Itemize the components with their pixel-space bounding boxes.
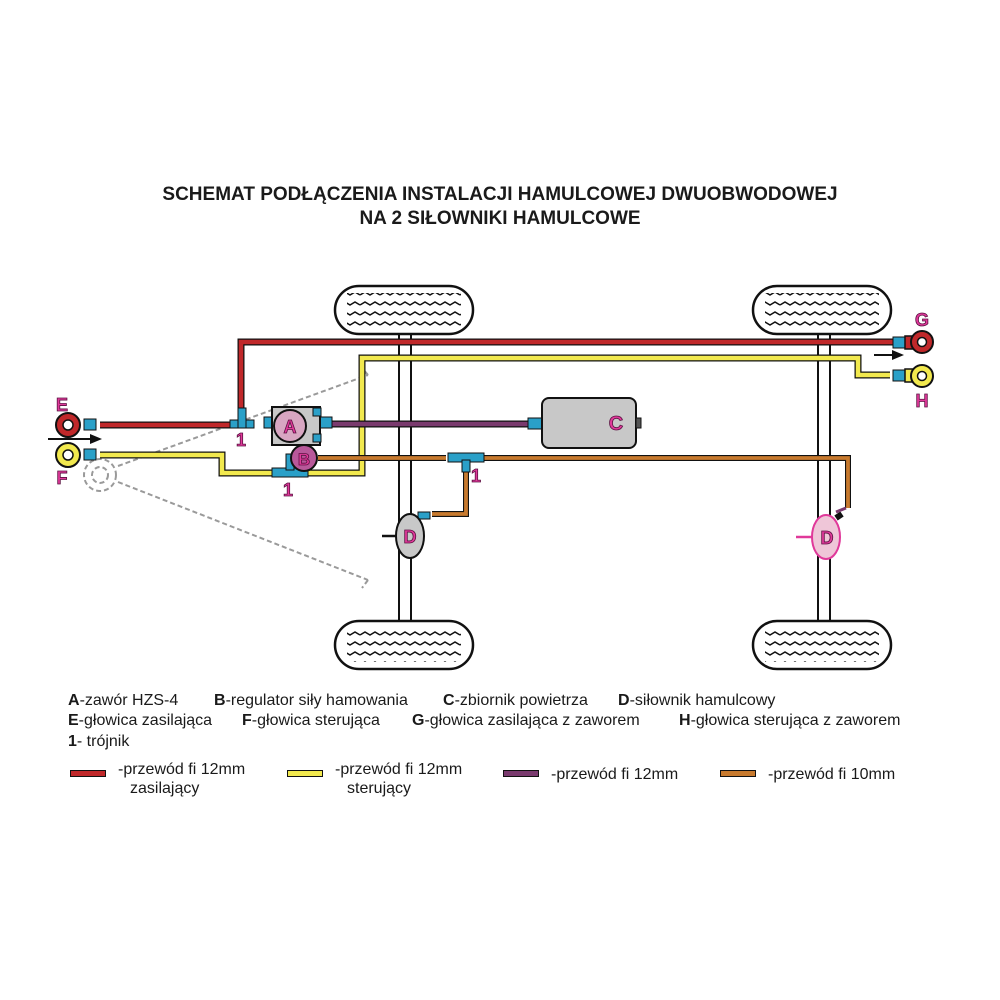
tee-connector-3 [447, 452, 485, 473]
legend-key-e: E [68, 712, 79, 729]
legend-key-g: G [412, 712, 425, 729]
brake-actuator-rear [796, 514, 841, 560]
diagram-title-line1: SCHEMAT PODŁĄCZENIA INSTALACJI HAMULCOWE… [162, 184, 838, 205]
legend-key-h: H [679, 712, 691, 729]
brake-actuator-front [382, 513, 425, 559]
pipe-label-supply: -przewód fi 12mm zasilający [118, 760, 245, 798]
label-g: G [915, 310, 929, 330]
legend-item-e: E-głowica zasilająca [68, 712, 212, 730]
wheel-front-bottom [333, 619, 475, 671]
legend-item-d: D-siłownik hamulcowy [618, 692, 775, 710]
tee-connector-1 [229, 407, 255, 429]
drawbar [83, 367, 369, 589]
label-h: H [916, 391, 929, 411]
legend-text-f: -głowica sterująca [251, 712, 380, 729]
legend-text-b: -regulator siły hamowania [225, 692, 408, 709]
label-c: C [609, 413, 623, 435]
pipe-label-supply-line1: -przewód fi 12mm [118, 761, 246, 778]
label-tee-2: 1 [283, 480, 293, 500]
label-f: F [57, 468, 68, 488]
coupling-head-control-f [55, 442, 81, 468]
valve-hzs4 [271, 406, 322, 446]
pipe-swatch-purple [503, 770, 539, 777]
flow-arrow-right [874, 350, 904, 360]
pipe-swatch-supply [70, 770, 106, 777]
legend-key-d: D [618, 692, 630, 709]
label-d-front: D [404, 527, 417, 547]
legend-text-e: -głowica zasilająca [78, 712, 213, 729]
legend-item-f: F-głowica sterująca [242, 712, 380, 730]
brake-force-regulator [290, 444, 318, 472]
label-d-rear: D [821, 528, 834, 548]
pipe-label-control-line2: sterujący [347, 780, 412, 797]
legend-key-c: C [443, 692, 455, 709]
coupling-head-supply-g [904, 330, 934, 354]
legend-key-b: B [214, 692, 226, 709]
label-b: B [298, 450, 310, 469]
legend-item-b: B-regulator siły hamowania [214, 692, 408, 710]
flow-arrow-left [48, 434, 102, 444]
diagram-title-line2: NA 2 SIŁOWNIKI HAMULCOWE [359, 208, 641, 229]
legend-text-1: - trójnik [76, 733, 130, 750]
label-a: A [284, 417, 297, 437]
pipe-swatch-orange [720, 770, 756, 777]
wheel-rear-bottom [751, 619, 893, 671]
legend-key-f: F [242, 712, 252, 729]
label-e: E [56, 395, 68, 415]
wheel-front-top [333, 284, 475, 336]
legend-text-g: -głowica zasilająca z zaworem [424, 712, 640, 729]
legend-item-tee: 1- trójnik [68, 733, 129, 751]
air-reservoir [541, 397, 642, 449]
coupling-head-supply-e [55, 412, 81, 438]
legend-row-1: A-zawór HZS-4 [68, 692, 178, 710]
pipe-label-control-line1: -przewód fi 12mm [335, 761, 463, 778]
legend-item-h: H-głowica sterująca z zaworem [679, 712, 900, 730]
pipe-label-purple: -przewód fi 12mm [551, 766, 679, 783]
coupling-head-control-h [904, 364, 934, 388]
supply-line-12mm [100, 338, 900, 429]
legend-item-c: C-zbiornik powietrza [443, 692, 588, 710]
legend-key-1: 1 [68, 733, 77, 750]
label-tee-1: 1 [236, 430, 246, 450]
pipe-label-supply-line2: zasilający [130, 780, 200, 797]
wheel-rear-top [751, 284, 893, 336]
pipe-label-orange: -przewód fi 10mm [768, 766, 896, 783]
actuator-line-10mm [318, 455, 851, 521]
pipe-swatch-control [287, 770, 323, 777]
legend-key-a: A [68, 692, 80, 709]
legend-text-d: -siłownik hamulcowy [629, 692, 776, 709]
pipe-label-control: -przewód fi 12mm sterujący [335, 760, 462, 798]
label-tee-3: 1 [471, 466, 481, 486]
legend-item-g: G-głowica zasilająca z zaworem [412, 712, 640, 730]
legend-text-a: -zawór HZS-4 [79, 692, 179, 709]
legend-text-h: -głowica sterująca z zaworem [690, 712, 901, 729]
legend-text-c: -zbiornik powietrza [454, 692, 588, 709]
